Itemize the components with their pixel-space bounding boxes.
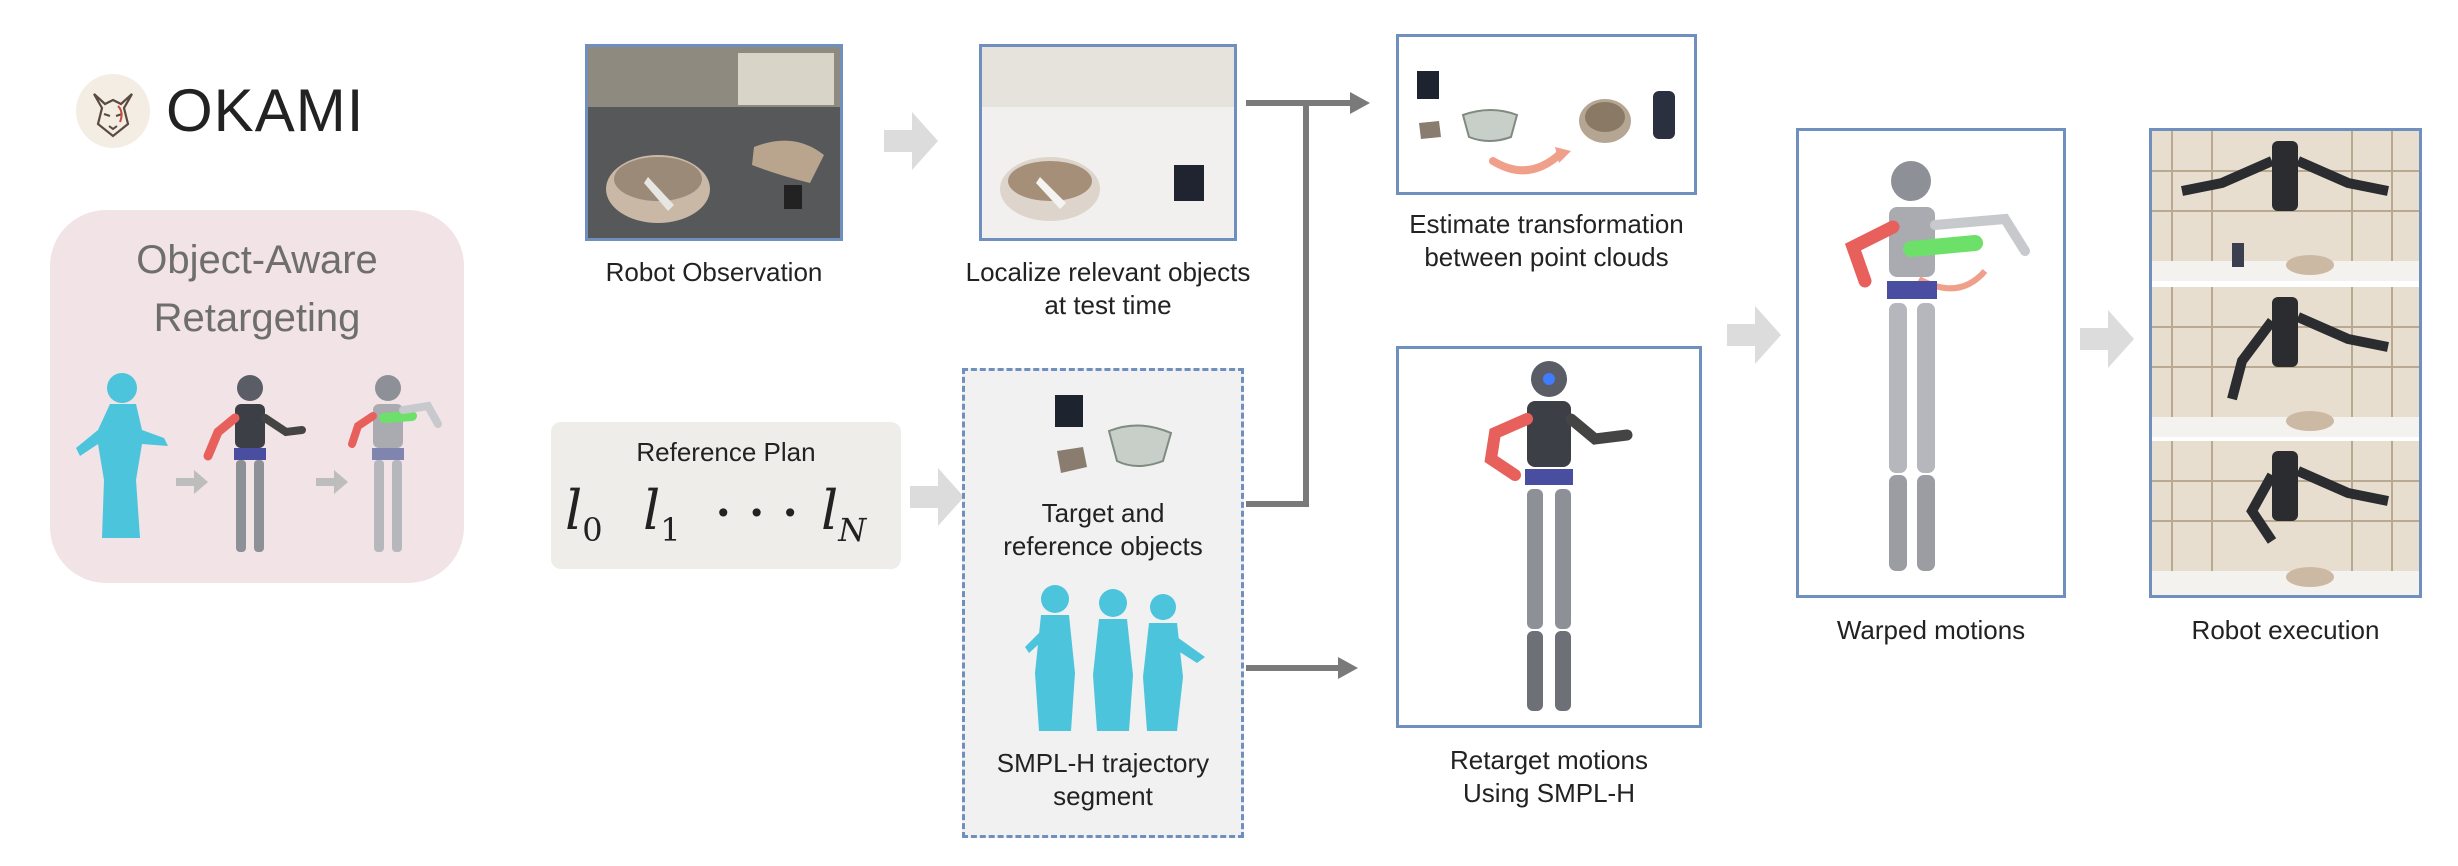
robot-figure-1 xyxy=(203,375,306,552)
localize-caption-line1: Localize relevant objects xyxy=(965,257,1251,287)
execution-frame-2 xyxy=(2152,287,2419,437)
reference-plan-panel: Reference Plan l0 l1 • • • lN xyxy=(551,422,901,569)
plan-step-l0-subscript: 0 xyxy=(582,510,603,549)
retargeting-title-line2: Retargeting xyxy=(153,296,361,340)
target-caption-line2: reference objects xyxy=(1003,531,1203,561)
retargeting-title-line1: Object-Aware xyxy=(136,238,378,282)
estimate-caption-line2: between point clouds xyxy=(1424,242,1669,272)
plan-step-l0-symbol: l xyxy=(565,479,583,542)
retarget-caption-line2: Using SMPL-H xyxy=(1463,778,1635,808)
connector-arrowhead-retarget xyxy=(1338,657,1358,679)
robot-observation-caption: Robot Observation xyxy=(605,257,823,287)
flow-arrow-observation-to-localize xyxy=(884,112,938,170)
retarget-caption-line1: Retarget motions xyxy=(1450,745,1648,775)
retargeted-robot-image xyxy=(1396,346,1702,728)
robot-execution-image xyxy=(2149,128,2422,598)
target-reference-objects-image xyxy=(1055,395,1173,473)
plan-step-l1-subscript: 1 xyxy=(660,510,681,549)
plan-ellipsis: • • • xyxy=(715,497,803,530)
localize-caption-line2: at test time xyxy=(1044,290,1172,320)
human-mesh-figure xyxy=(76,373,168,538)
plan-step-ln-symbol: l xyxy=(821,479,839,542)
robot-figure-2 xyxy=(348,375,442,552)
retargeting-panel: Object-Aware Retargeting xyxy=(50,210,464,583)
plan-step-ln-subscript: N xyxy=(838,510,867,549)
estimate-caption-line1: Estimate transformation xyxy=(1409,209,1684,239)
flow-arrow-plan-to-segment xyxy=(910,468,964,526)
robot-observation-image xyxy=(585,44,843,241)
execution-frame-1 xyxy=(2152,131,2419,281)
connector-arrowhead-estimate xyxy=(1350,92,1370,114)
warped-motion-image xyxy=(1796,128,2066,598)
flow-arrow-small-1 xyxy=(176,470,208,494)
retargeting-illustration xyxy=(72,360,452,570)
smplh-caption-line1: SMPL-H trajectory xyxy=(996,748,1210,778)
smplh-caption-line2: segment xyxy=(1053,781,1153,811)
plan-segment-panel: Target and reference objects SMPL-H traj… xyxy=(962,368,1244,838)
target-caption-line1: Target and xyxy=(1041,498,1165,528)
plan-step-l1-symbol: l xyxy=(643,479,661,542)
point-cloud-transform-image xyxy=(1396,34,1697,195)
reference-plan-sequence: l0 l1 • • • lN xyxy=(551,472,901,552)
wolf-logo-icon xyxy=(74,72,152,150)
execution-caption: Robot execution xyxy=(2191,615,2380,645)
flow-arrow-small-2 xyxy=(316,470,348,494)
flow-arrow-to-execution xyxy=(2080,310,2134,368)
execution-frame-3 xyxy=(2152,441,2419,595)
smplh-human-meshes-image xyxy=(1025,585,1205,731)
localized-objects-image xyxy=(979,44,1237,241)
connector-vertical xyxy=(1246,103,1309,507)
warped-caption: Warped motions xyxy=(1836,615,2026,645)
flow-arrow-to-warped xyxy=(1727,306,1781,364)
brand-title: OKAMI xyxy=(166,77,365,144)
reference-plan-title: Reference Plan xyxy=(636,437,816,467)
